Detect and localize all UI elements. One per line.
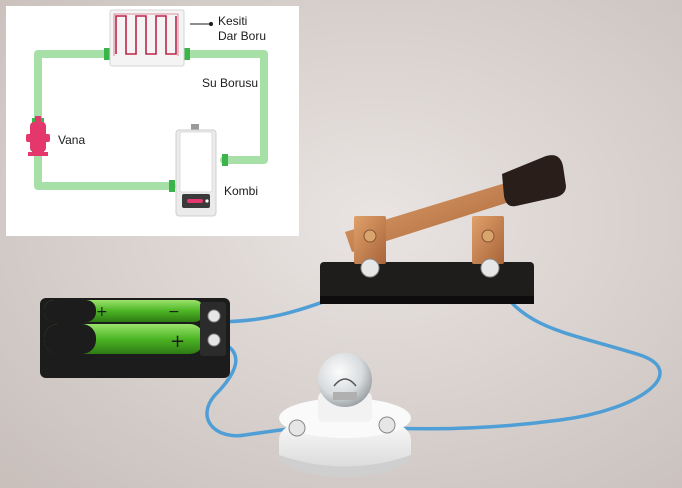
- battery-top-screw: [207, 309, 221, 323]
- label-boiler: Kombi: [224, 184, 259, 198]
- svg-text:−: −: [168, 304, 180, 320]
- pipe-joint: [222, 154, 228, 166]
- heating-circuit-diagram: [26, 9, 268, 217]
- label-narrow-pipe-line1: Kesiti: [218, 14, 248, 28]
- switch-handle: [502, 155, 566, 207]
- label-narrow-pipe: Kesiti Dar Boru: [218, 14, 266, 44]
- radiator-coil: [115, 15, 177, 55]
- pipe-joint: [184, 48, 190, 60]
- heating-circuit-inset: Kesiti Dar Boru Su Borusu Vana Kombi: [6, 6, 299, 236]
- switch-blade: [345, 180, 522, 252]
- label-water-pipe: Su Borusu: [202, 76, 259, 90]
- label-narrow-pipe-line2: Dar Boru: [218, 29, 267, 43]
- lamp-right-screw: [378, 416, 396, 434]
- label-valve: Vana: [58, 133, 86, 147]
- pipe-joint: [104, 48, 110, 60]
- battery-bottom-screw: [207, 333, 221, 347]
- light-bulb: [279, 353, 411, 477]
- switch-left-screw: [360, 258, 380, 278]
- water-pipe: [34, 50, 268, 190]
- knife-switch: [320, 155, 566, 304]
- switch-right-screw: [480, 258, 500, 278]
- wire-switch-to-lamp: [388, 270, 662, 431]
- lamp-left-screw: [288, 419, 306, 437]
- wire-battery-to-lamp: [205, 338, 298, 438]
- battery-holder: + − +: [40, 298, 230, 378]
- svg-text:+: +: [170, 331, 185, 352]
- valve-icon: [26, 116, 50, 156]
- boiler-icon: [175, 124, 217, 217]
- radiator-icon: [109, 9, 185, 67]
- svg-text:+: +: [96, 304, 108, 320]
- pipe-joint: [169, 180, 175, 192]
